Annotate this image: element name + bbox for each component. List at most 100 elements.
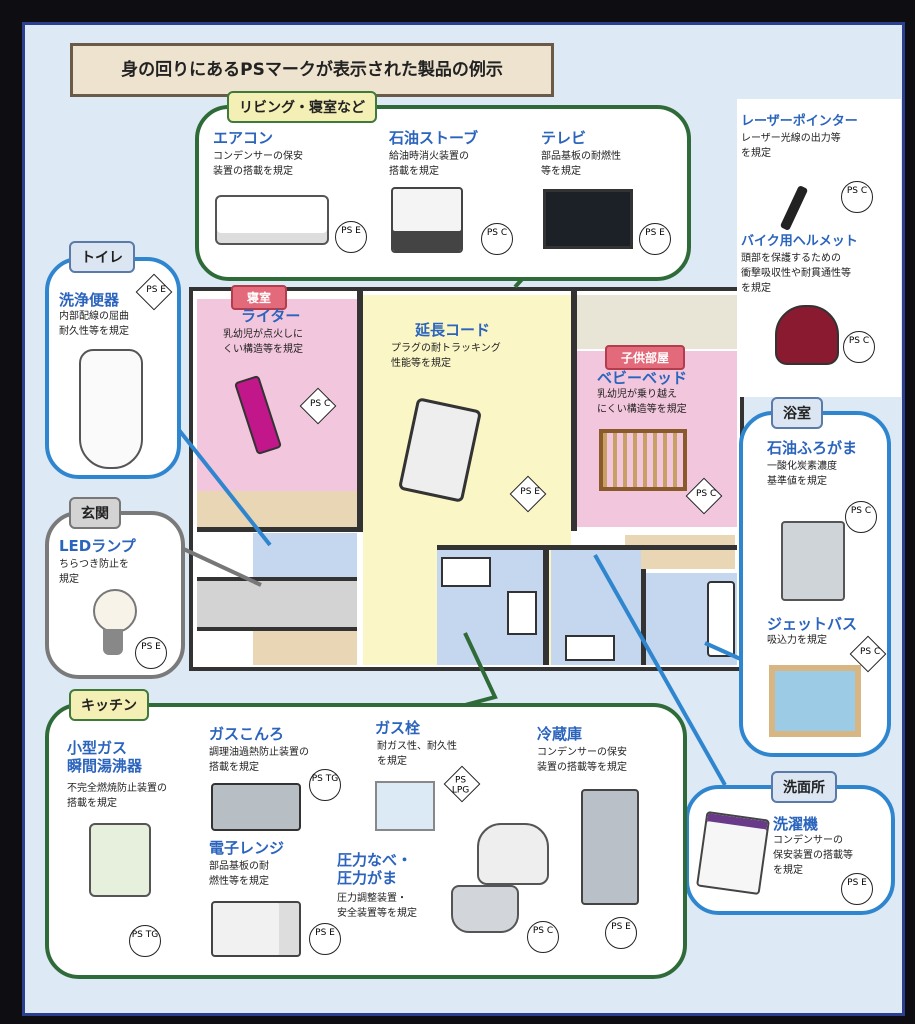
led-base (103, 629, 123, 655)
tv-ps-mark: PS E (639, 223, 671, 255)
washer-image (696, 810, 770, 896)
washer-name: 洗濯機 (773, 815, 819, 833)
washroom-area-label: 洗面所 (771, 771, 837, 803)
kitchen-counter (441, 557, 491, 587)
washer-desc: コンデンサーの保安装置の搭載等を規定 (773, 835, 853, 876)
bath-boiler-desc: 一酸化炭素濃度基準値を規定 (767, 461, 837, 487)
stove-desc: 給油時消火装置の搭載を規定 (389, 151, 469, 177)
washlet-name: 洗浄便器 (59, 291, 120, 309)
wall (197, 577, 357, 581)
gas-valve-name: ガス栓 (375, 719, 421, 737)
laser-name: レーザーポインター (741, 114, 858, 129)
wall (197, 627, 357, 631)
water-heater-image (89, 823, 151, 897)
tv-name: テレビ (541, 129, 587, 147)
gas-valve-desc: 耐ガス性、耐久性を規定 (377, 741, 457, 767)
gas-stove-ps-mark: PS TG (309, 769, 341, 801)
content-frame: 身の回りにあるPSマークが表示された製品の例示 (22, 22, 905, 1016)
helmet-image (775, 305, 839, 365)
pressure-cooker-name: 圧力なべ・圧力がま (337, 851, 413, 887)
bedroom-label: 寝室 (231, 285, 288, 310)
water-heater-ps-mark: PS TG (129, 925, 161, 957)
entrance-room (197, 581, 357, 629)
living-area-label: リビング・寝室など (227, 91, 377, 123)
gas-stove-image (211, 783, 301, 831)
washer-ps-mark: PS E (841, 873, 873, 905)
fridge-image (581, 789, 639, 905)
toilet-room (253, 533, 357, 577)
helmet-name: バイク用ヘルメット (741, 234, 858, 249)
aircon-image (215, 195, 329, 245)
closet-kids (625, 535, 735, 569)
microwave-name: 電子レンジ (209, 839, 285, 857)
gas-stove-desc: 調理油過熱防止装置の搭載を規定 (209, 747, 309, 773)
water-heater-name: 小型ガス瞬間湯沸器 (67, 739, 143, 775)
tv-desc: 部品基板の耐燃性等を規定 (541, 151, 621, 177)
pressure-pot-image (451, 885, 519, 933)
connector-toilet (173, 423, 272, 547)
wall (543, 545, 549, 665)
extension-desc: プラグの耐トラッキング性能等を規定 (391, 343, 501, 369)
laser-ps-mark: PS C (841, 181, 873, 213)
entrance-area-label: 玄関 (69, 497, 121, 529)
crib-desc: 乳幼児が乗り越えにくい構造等を規定 (597, 389, 687, 415)
kids-room-top (577, 295, 737, 349)
lighter-name: ライター (241, 307, 301, 325)
jetbath-image (769, 665, 861, 737)
wall (437, 545, 737, 550)
fridge-name: 冷蔵庫 (537, 725, 583, 743)
bath-area-label: 浴室 (771, 397, 823, 429)
lighter-desc: 乳幼児が点火しにくい構造等を規定 (223, 329, 303, 355)
washbasin (565, 635, 615, 661)
kitchen-area-label: キッチン (69, 689, 149, 721)
closet-bedroom (197, 491, 357, 527)
microwave-image (211, 901, 301, 957)
stove-image (391, 187, 463, 253)
stove-name: 石油ストーブ (389, 129, 479, 147)
washlet-desc: 内部配線の屈曲耐久性等を規定 (59, 311, 129, 337)
fridge-ps-mark: PS E (605, 917, 637, 949)
page-title: 身の回りにあるPSマークが表示された製品の例示 (70, 43, 554, 97)
connector-entrance (174, 543, 262, 587)
microwave-desc: 部品基板の耐燃性等を規定 (209, 861, 269, 887)
bath-boiler-name: 石油ふろがま (767, 439, 858, 457)
helmet-desc: 頭部を保護するための衝撃吸収性や耐貫通性等を規定 (741, 253, 851, 294)
led-ps-mark: PS E (135, 637, 167, 669)
connector-bath (704, 641, 746, 663)
laser-desc: レーザー光線の出力等を規定 (741, 133, 841, 159)
crib-name: ベビーベッド (597, 369, 688, 387)
gas-valve-image (375, 781, 435, 831)
toilet-area-label: トイレ (69, 241, 135, 273)
washlet-image (79, 349, 143, 469)
wall (357, 291, 363, 527)
aircon-name: エアコン (213, 129, 274, 147)
extension-name: 延長コード (415, 321, 491, 339)
stove-ps-mark: PS C (481, 223, 513, 255)
pressure-cooker-desc: 圧力調整装置・安全装置等を規定 (337, 893, 417, 919)
pressure-cooker-ps-mark: PS C (527, 921, 559, 953)
kitchen-stove (507, 591, 537, 635)
rice-cooker-image (477, 823, 549, 885)
fridge-desc: コンデンサーの保安装置の搭載等を規定 (537, 747, 627, 773)
tv-image (543, 189, 633, 249)
led-image (93, 589, 137, 633)
connector-kitchen (463, 632, 498, 707)
aircon-desc: コンデンサーの保安装置の搭載を規定 (213, 151, 303, 177)
jetbath-desc: 吸込力を規定 (767, 635, 827, 646)
helmet-ps-mark: PS C (843, 331, 875, 363)
aircon-ps-mark: PS E (335, 221, 367, 253)
connector-washroom (593, 554, 727, 786)
wall (641, 569, 646, 665)
crib-image (599, 429, 687, 491)
entrance-closet (253, 631, 357, 665)
led-name: LEDランプ (59, 537, 136, 555)
wall (571, 291, 577, 531)
kidsroom-label: 子供部屋 (605, 345, 686, 370)
water-heater-desc: 不完全燃焼防止装置の搭載を規定 (67, 783, 167, 809)
led-desc: ちらつき防止を規定 (59, 559, 129, 585)
gas-stove-name: ガスこんろ (209, 725, 285, 743)
microwave-ps-mark: PS E (309, 923, 341, 955)
bath-boiler-ps-mark: PS C (845, 501, 877, 533)
bath-boiler-image (781, 521, 845, 601)
